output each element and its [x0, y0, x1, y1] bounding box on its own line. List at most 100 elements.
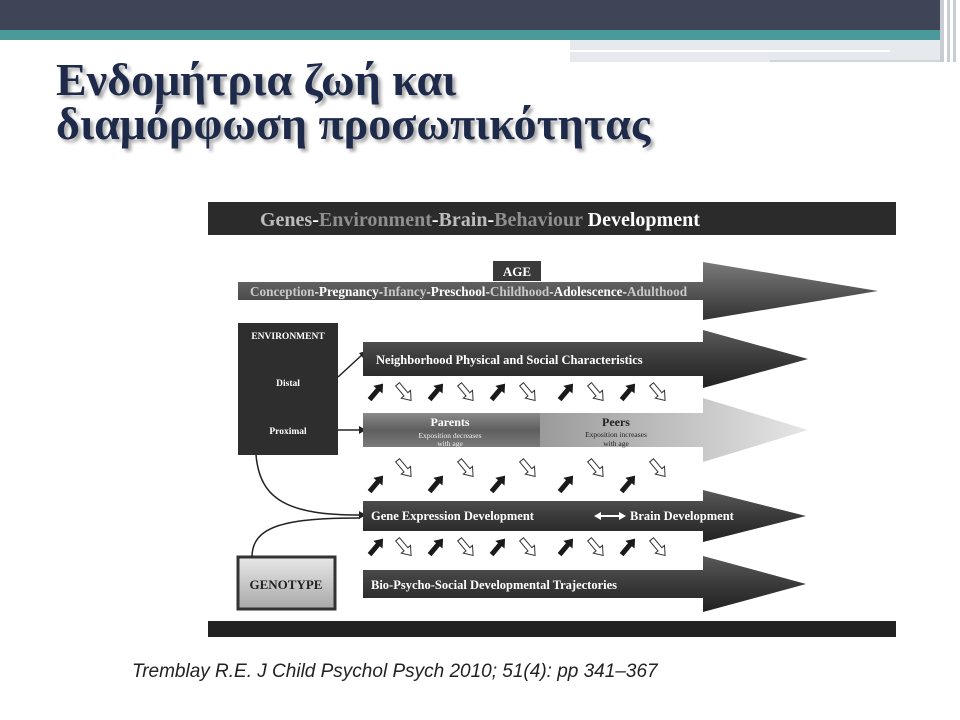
up-arrow-icon — [557, 475, 574, 494]
age-stage: Preschool — [431, 284, 486, 299]
age-stage: Childhood — [490, 284, 550, 299]
peers-label: Peers — [602, 415, 630, 429]
small-arrow-row — [367, 537, 666, 557]
gene-label: Gene Expression Development — [371, 509, 535, 523]
down-arrow-icon — [456, 458, 474, 478]
up-arrow-icon — [557, 383, 574, 402]
small-arrow-row — [367, 382, 666, 402]
brain-label: Brain Development — [630, 509, 735, 523]
corner-stripe — [947, 0, 950, 62]
development-diagram: Genes-Environment-Brain-Behaviour Develo… — [208, 202, 896, 637]
environment-box — [238, 323, 338, 455]
genotype-label: GENOTYPE — [250, 577, 323, 592]
age-stage: Pregnancy — [319, 284, 379, 299]
connector-arrowhead — [359, 511, 366, 519]
title-line-1: Ενδομήτρια ζωή και — [56, 54, 457, 105]
gene-brain-arrow — [363, 490, 806, 542]
header-word: - — [312, 209, 319, 231]
top-accent-stripe — [0, 30, 940, 40]
environment-label: ENVIRONMENT — [251, 332, 325, 342]
distal-label: Distal — [276, 379, 300, 389]
down-arrow-icon — [586, 537, 604, 557]
parents-label: Parents — [430, 415, 469, 429]
up-arrow-icon — [619, 383, 636, 402]
age-stage-dash: - — [485, 284, 489, 299]
neighborhood-arrow — [363, 330, 808, 388]
title-line-2: διαμόρφωση προσωπικότητας — [56, 98, 651, 149]
age-label: AGE — [503, 264, 531, 279]
small-arrow-row — [367, 458, 666, 494]
peers-note-2: with age — [603, 439, 629, 448]
header-word: Behaviour — [494, 209, 583, 231]
connector-environment-gene — [255, 454, 361, 516]
up-arrow-icon — [367, 538, 384, 557]
peers-arrow — [538, 398, 808, 462]
header-word: Genes — [260, 209, 312, 231]
down-arrow-icon — [518, 537, 536, 557]
down-arrow-icon — [648, 382, 666, 402]
down-arrow-icon — [648, 537, 666, 557]
age-stage: Infancy — [383, 284, 427, 299]
age-stage: Adolescence — [554, 284, 623, 299]
age-stage-dash: - — [379, 284, 383, 299]
up-arrow-icon — [557, 538, 574, 557]
double-arrow-icon — [594, 512, 626, 520]
down-arrow-icon — [518, 458, 536, 478]
up-arrow-icon — [427, 383, 444, 402]
age-arrow — [238, 262, 878, 320]
up-arrow-icon — [427, 475, 444, 494]
age-stages: Conception-Pregnancy-Infancy-Preschool-C… — [250, 284, 688, 299]
corner-stripe — [953, 0, 956, 62]
age-stage: Conception — [250, 284, 315, 299]
header-word: Development — [583, 209, 701, 231]
up-arrow-icon — [367, 475, 384, 494]
header-word: - — [487, 209, 494, 231]
header-bar — [208, 202, 896, 235]
corner-stripe — [940, 0, 944, 62]
header-word: Brain — [439, 209, 488, 231]
age-stage-dash: - — [549, 284, 553, 299]
age-label-box — [493, 261, 541, 281]
header-word: - — [432, 209, 439, 231]
up-arrow-icon — [367, 383, 384, 402]
down-arrow-icon — [648, 458, 666, 478]
up-arrow-icon — [489, 475, 506, 494]
down-arrow-icon — [456, 382, 474, 402]
top-thin-line-2 — [770, 60, 940, 62]
connector-distal — [337, 353, 364, 378]
down-arrow-icon — [394, 458, 412, 478]
down-arrow-icon — [394, 537, 412, 557]
slide-title: Ενδομήτρια ζωή και διαμόρφωση προσωπικότ… — [56, 57, 916, 149]
top-banner — [0, 0, 940, 30]
header-word: Environment — [319, 209, 432, 231]
age-stage-dash: - — [426, 284, 430, 299]
citation: Tremblay R.E. J Child Psychol Psych 2010… — [132, 661, 658, 682]
genotype-box — [236, 555, 337, 611]
up-arrow-icon — [619, 538, 636, 557]
header-title: Genes-Environment-Brain-Behaviour Develo… — [260, 209, 700, 231]
down-arrow-icon — [394, 382, 412, 402]
parents-note-1: Exposition decreases — [418, 431, 481, 440]
age-stage-dash: - — [623, 284, 627, 299]
trajectories-arrow — [363, 556, 806, 612]
up-arrow-icon — [489, 383, 506, 402]
down-arrow-icon — [518, 382, 536, 402]
up-arrow-icon — [489, 538, 506, 557]
up-arrow-icon — [619, 475, 636, 494]
proximal-label: Proximal — [269, 427, 307, 437]
up-arrow-icon — [427, 538, 444, 557]
top-thin-line — [570, 50, 890, 52]
age-stage: Adulthood — [627, 284, 688, 299]
age-stage-dash: - — [314, 284, 318, 299]
footer-bar — [208, 621, 896, 637]
parents-section — [363, 413, 540, 447]
connector-genotype-gene — [251, 517, 361, 558]
peers-note-1: Exposition increases — [585, 430, 647, 439]
parents-note-2: with age — [437, 439, 463, 448]
down-arrow-icon — [586, 458, 604, 478]
connector-arrowhead — [359, 426, 366, 434]
trajectories-label: Bio-Psycho-Social Developmental Trajecto… — [371, 578, 617, 592]
neighborhood-label: Neighborhood Physical and Social Charact… — [376, 353, 643, 367]
down-arrow-icon — [586, 382, 604, 402]
down-arrow-icon — [456, 537, 474, 557]
